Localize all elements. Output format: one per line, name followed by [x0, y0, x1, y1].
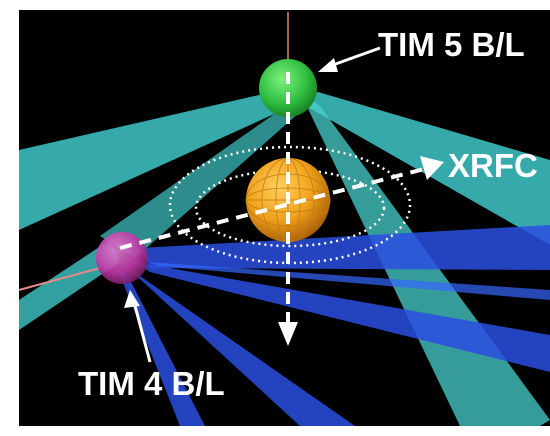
- outer-orbit-ellipse: [168, 145, 412, 265]
- cyan-beam-tim4-upper: [100, 110, 300, 258]
- tim5-pointer-arrow: [318, 46, 381, 72]
- tim4-axis-line: [18, 267, 101, 291]
- cyan-beam-tim4-left: [19, 240, 120, 330]
- xrfc-label: XRFC: [448, 147, 538, 184]
- blue-beam-4: [118, 270, 205, 426]
- tim4-label: TIM 4 B/L: [78, 365, 225, 402]
- blue-beam-1: [140, 225, 550, 270]
- xrfc-sightline-arrow: [119, 156, 444, 250]
- tim5-sightline-arrow: [278, 72, 298, 346]
- cyan-beam-left: [19, 92, 305, 230]
- blue-beam-5: [148, 262, 550, 300]
- tim4-sphere-icon: [96, 232, 148, 284]
- tim5-sphere-icon: [259, 59, 317, 117]
- blue-beam-2: [135, 262, 550, 372]
- tim4-pointer-arrow: [124, 290, 152, 363]
- tim5-label: TIM 5 B/L: [378, 26, 525, 63]
- blue-beam-3: [128, 268, 355, 426]
